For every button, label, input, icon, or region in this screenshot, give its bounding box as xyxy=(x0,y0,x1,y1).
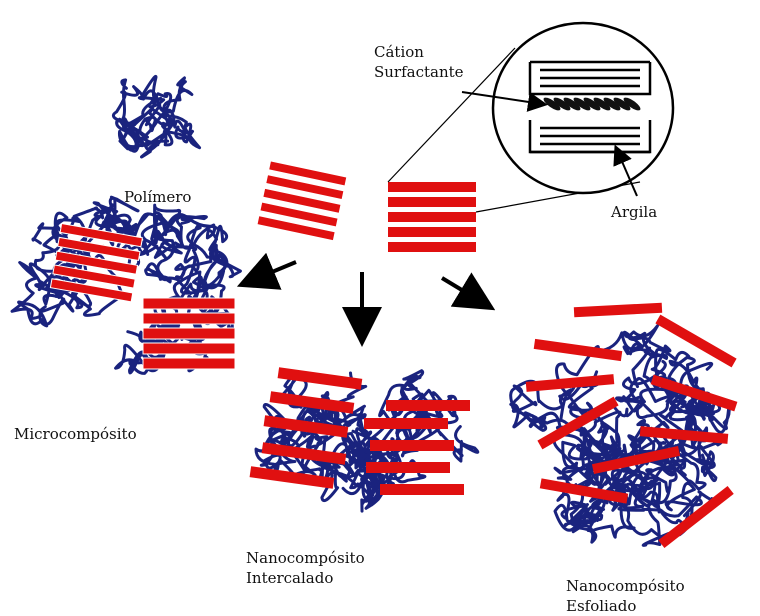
label-intercalated-line1: Nanocompósito xyxy=(246,549,365,567)
label-clay: Argila xyxy=(611,202,657,222)
clay-tactoid-tilted xyxy=(257,161,347,241)
label-intercalated-line2: Intercalado xyxy=(246,569,333,587)
clay-tactoid-straight xyxy=(388,182,476,252)
label-cation-line1: Cátion xyxy=(374,43,424,61)
label-cation: Cátion Surfactante xyxy=(374,42,464,82)
label-exfoliated-line1: Nanocompósito xyxy=(566,577,685,595)
label-intercalated: Nanocompósito Intercalado xyxy=(246,548,365,588)
arrow-to-exfoliated xyxy=(442,278,485,304)
arrow-to-microcomposite xyxy=(248,262,296,282)
label-microcomposite: Microcompósito xyxy=(14,424,137,444)
polymer-strand xyxy=(333,373,405,502)
label-exfoliated: Nanocompósito Esfoliado xyxy=(566,576,685,616)
label-exfoliated-line2: Esfoliado xyxy=(566,597,636,615)
label-cation-line2: Surfactante xyxy=(374,63,464,81)
polymer-chain xyxy=(113,76,199,157)
microcomposite-tactoid-straight xyxy=(143,298,235,369)
label-polymer: Polímero xyxy=(124,187,191,207)
